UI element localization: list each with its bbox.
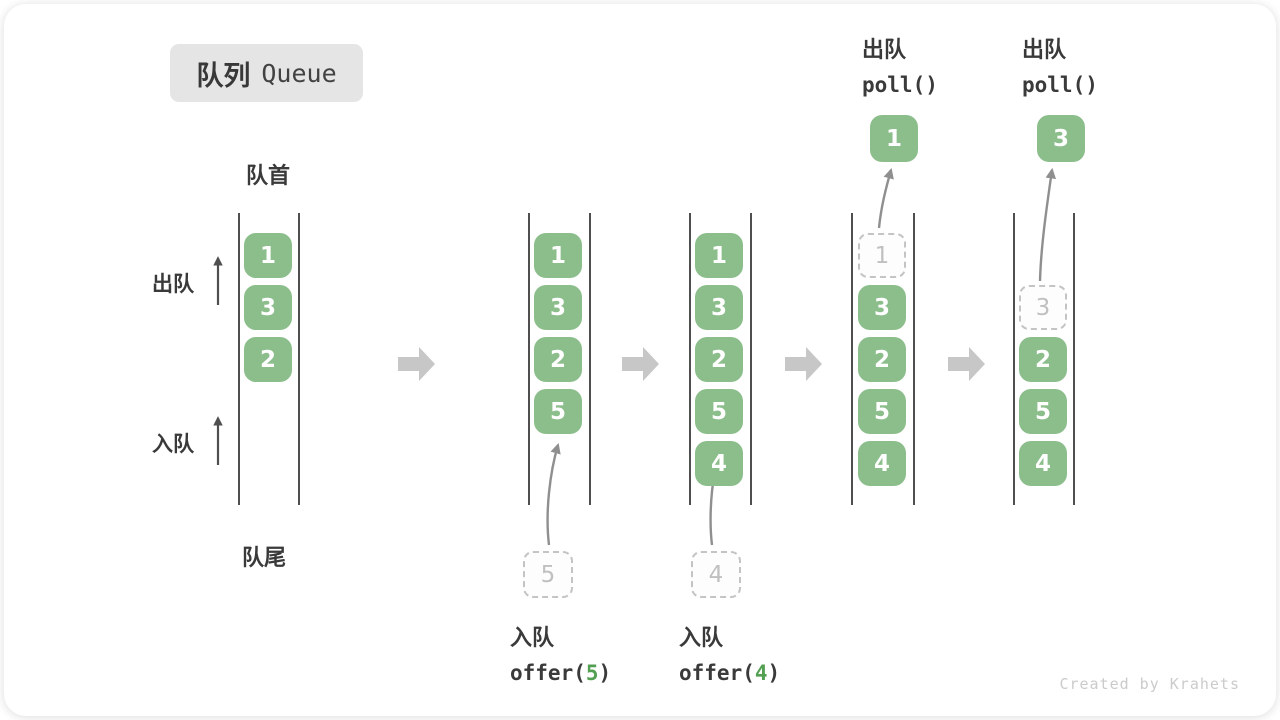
queue1-right-wall bbox=[298, 213, 300, 505]
queue-cell: 2 bbox=[858, 337, 906, 382]
title-zh: 队列 bbox=[196, 60, 251, 91]
queue-cell: 4 bbox=[858, 441, 906, 486]
queue4-right-wall bbox=[913, 213, 915, 505]
op-enqueue-5: 入队 offer(5) bbox=[510, 620, 611, 685]
queue-cell: 1 bbox=[244, 233, 292, 278]
polled-element-1: 1 bbox=[870, 115, 918, 162]
queue-cell: 2 bbox=[1019, 337, 1067, 382]
queue1-left-wall bbox=[238, 213, 240, 505]
code-close: ) bbox=[598, 661, 612, 685]
op-enqueue-5-code: offer(5) bbox=[510, 661, 611, 685]
queue-cell: 4 bbox=[1019, 441, 1067, 486]
queue-cell: 5 bbox=[858, 389, 906, 434]
queue-cell: 4 bbox=[695, 441, 743, 486]
code-arg: 5 bbox=[585, 661, 599, 685]
queue-cell: 5 bbox=[1019, 389, 1067, 434]
op-poll-1-code: poll() bbox=[862, 73, 938, 97]
queue-cell: 3 bbox=[244, 285, 292, 330]
op-enqueue-4-name: 入队 bbox=[679, 625, 724, 650]
queue-cell: 5 bbox=[695, 389, 743, 434]
queue4-left-wall bbox=[851, 213, 853, 505]
removed-slot-1: 1 bbox=[858, 233, 906, 278]
queue2-right-wall bbox=[589, 213, 591, 505]
code-arg: 4 bbox=[754, 661, 768, 685]
queue5-right-wall bbox=[1073, 213, 1075, 505]
code-fn: offer( bbox=[679, 661, 755, 685]
queue5-left-wall bbox=[1013, 213, 1015, 505]
queue-cell: 1 bbox=[534, 233, 582, 278]
op-poll-3-name: 出队 bbox=[1022, 37, 1067, 62]
diagram-card bbox=[4, 4, 1276, 716]
polled-element-3: 3 bbox=[1037, 115, 1085, 162]
label-enqueue: 入队 bbox=[152, 433, 194, 456]
op-poll-3-code: poll() bbox=[1022, 73, 1098, 97]
credit-text: Created by Krahets bbox=[1059, 675, 1240, 693]
queue-cell: 3 bbox=[534, 285, 582, 330]
queue-cell: 3 bbox=[695, 285, 743, 330]
label-queue-front: 队首 bbox=[245, 163, 290, 188]
label-dequeue: 出队 bbox=[152, 273, 194, 296]
queue-cell: 5 bbox=[534, 389, 582, 434]
op-enqueue-5-name: 入队 bbox=[510, 625, 555, 650]
queue-cell: 2 bbox=[244, 337, 292, 382]
incoming-element-5: 5 bbox=[523, 551, 573, 598]
incoming-element-4: 4 bbox=[691, 551, 741, 598]
removed-slot-3: 3 bbox=[1019, 285, 1067, 330]
queue3-right-wall bbox=[750, 213, 752, 505]
op-poll-3: 出队 poll() bbox=[1022, 32, 1098, 97]
queue2-left-wall bbox=[528, 213, 530, 505]
title-en: Queue bbox=[261, 58, 337, 88]
title-box: 队列 Queue bbox=[170, 44, 363, 102]
queue-cell: 2 bbox=[534, 337, 582, 382]
op-poll-1: 出队 poll() bbox=[862, 32, 938, 97]
queue-cell: 1 bbox=[695, 233, 743, 278]
code-close: ) bbox=[767, 661, 781, 685]
queue-cell: 2 bbox=[695, 337, 743, 382]
op-poll-1-name: 出队 bbox=[862, 37, 907, 62]
queue3-left-wall bbox=[689, 213, 691, 505]
op-enqueue-4-code: offer(4) bbox=[679, 661, 780, 685]
op-enqueue-4: 入队 offer(4) bbox=[679, 620, 780, 685]
queue-cell: 3 bbox=[858, 285, 906, 330]
label-queue-rear: 队尾 bbox=[241, 545, 286, 570]
code-fn: offer( bbox=[510, 661, 586, 685]
